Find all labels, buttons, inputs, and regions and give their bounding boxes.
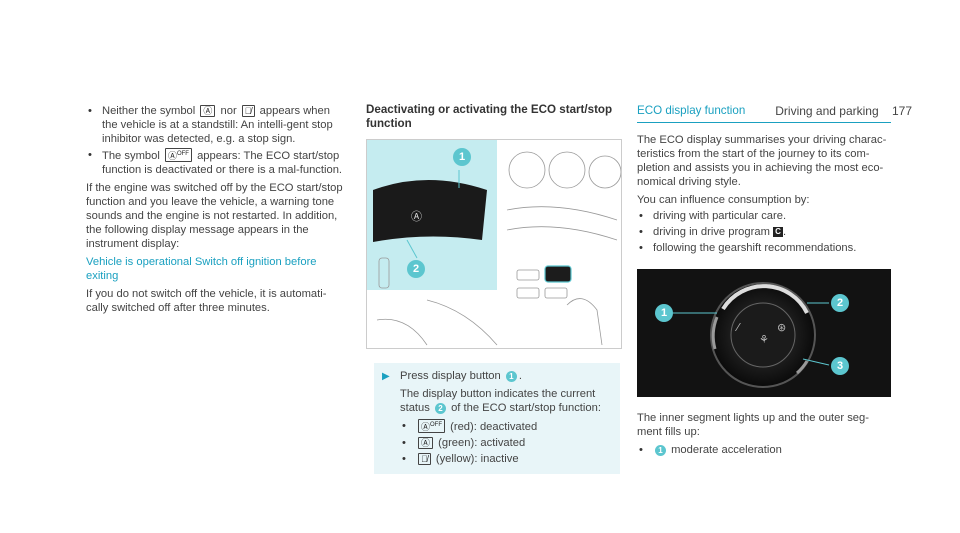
paragraph: You can influence consumption by:	[637, 194, 810, 206]
eco-off-icon: ⒶOFF	[164, 148, 192, 162]
list-item: 1 moderate acceleration	[637, 443, 891, 457]
callout-3: 3	[831, 357, 849, 375]
paragraph: If you do not switch off the vehicle, it…	[86, 288, 327, 314]
callout-1: 1	[655, 304, 673, 322]
list-item: Ⓐ̸ (yellow): inactive	[400, 452, 614, 466]
wheel-icon: ⊛	[777, 321, 786, 334]
step-description: The display button indicates the current…	[400, 388, 601, 414]
eco-start-stop-icon: Ⓐ	[200, 105, 216, 117]
display-message: Vehicle is operational Switch off igniti…	[86, 256, 317, 282]
eco-icon-zoom: Ⓐ	[411, 210, 422, 223]
eco-inactive-icon: Ⓐ̸	[241, 105, 255, 117]
list-item: following the gearshift recommendations.	[637, 241, 891, 255]
list-item: driving with particular care.	[637, 209, 891, 223]
eco-off-icon: ⒶOFF	[418, 419, 446, 433]
column-left: Neither the symbol Ⓐ nor Ⓐ̸ appears when…	[86, 104, 348, 319]
list-item: driving in drive program C.	[637, 225, 891, 239]
callout-2: 2	[407, 260, 425, 278]
running-header: Driving and parking 177	[775, 104, 912, 118]
column-middle: Deactivating or activating the ECO start…	[366, 103, 622, 474]
drive-program-c-icon: C	[773, 227, 784, 238]
svg-text:⁄: ⁄	[734, 321, 741, 334]
paragraph: The inner segment lights up and the oute…	[637, 412, 869, 438]
page-number: 177	[891, 104, 912, 118]
section-title: Driving and parking	[775, 104, 879, 118]
section-heading: ECO display function	[637, 104, 891, 123]
callout-1: 1	[453, 148, 471, 166]
leaf-icon: ⚘	[759, 333, 769, 346]
section-heading: Deactivating or activating the ECO start…	[366, 103, 613, 130]
dashboard-drawing: Ⓐ	[367, 140, 622, 346]
list-item: ⒶOFF (red): deactivated	[400, 419, 614, 434]
column-right: ECO display function The ECO display sum…	[637, 104, 891, 459]
eco-gauge-drawing: ⁄ ⚘ ⊛	[671, 282, 830, 388]
instruction-block: ▶ Press display button 1. The display bu…	[374, 363, 620, 474]
eco-button-small	[544, 265, 572, 283]
eco-start-stop-icon: Ⓐ	[418, 437, 434, 449]
callout-2: 2	[831, 294, 849, 312]
dashboard-illustration: Ⓐ 1 2	[366, 139, 622, 349]
step-arrow-icon: ▶	[382, 371, 390, 382]
outer-segment	[721, 284, 809, 314]
eco-display-illustration: ⁄ ⚘ ⊛ 1 2 3	[637, 269, 891, 397]
paragraph: If the engine was switched off by the EC…	[86, 182, 343, 250]
eco-inactive-icon: Ⓐ̸	[418, 453, 431, 465]
list-item: Ⓐ (green): activated	[400, 436, 614, 450]
step: Press display button 1.	[400, 370, 522, 382]
list-item: Neither the symbol Ⓐ nor Ⓐ̸ appears when…	[86, 104, 348, 146]
zoomed-button	[373, 180, 487, 242]
list-item: The symbol ⒶOFF appears: The ECO start/s…	[86, 148, 348, 177]
paragraph: The ECO display summarises your driving …	[637, 134, 887, 188]
